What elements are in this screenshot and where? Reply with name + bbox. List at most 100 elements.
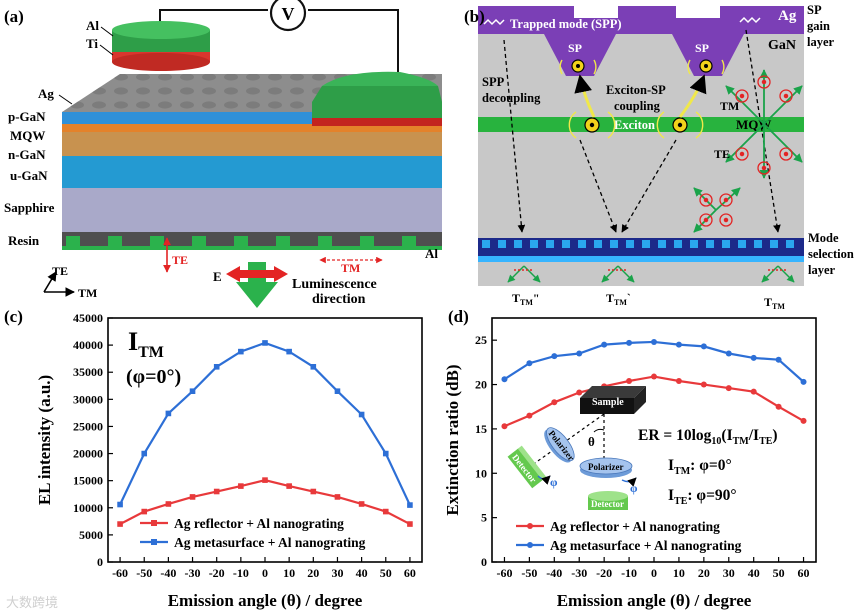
y-axis-title: Extinction ratio (dB) (443, 364, 462, 515)
legend-marker-1 (151, 520, 157, 526)
label-te-small: TE (172, 253, 188, 267)
al-nanograting (62, 236, 442, 250)
legend-marker-2 (527, 542, 533, 548)
label-trapped-mode: Trapped mode (SPP) (510, 17, 622, 31)
wire-left (159, 9, 268, 22)
label-spp-decoupling-1: SPP (482, 75, 505, 89)
y-tick-label: 5000 (79, 528, 103, 542)
exciton-dipole-left (568, 111, 616, 139)
x-tick-label: -50 (136, 566, 152, 580)
label-e-field: E (213, 269, 222, 284)
panel-d-letter: (d) (448, 307, 469, 326)
ngan-layer (62, 132, 442, 156)
label-mode-1: Mode (808, 231, 839, 245)
label-ngan: n-GaN (8, 147, 46, 162)
label-gan-b: GaN (768, 38, 796, 53)
panel-b-letter: (b) (464, 7, 485, 26)
label-pgan: p-GaN (8, 109, 46, 124)
voltmeter-label: V (282, 4, 295, 24)
exciton-band (478, 117, 804, 132)
inset-polarizer-b: Polarizer (588, 462, 623, 472)
sapphire-layer (62, 188, 442, 232)
ag-gap-1 (574, 6, 618, 18)
y-tick-label: 25 (475, 333, 487, 347)
series-1-point (407, 521, 413, 527)
label-te-b: TE (714, 147, 730, 161)
legend-label-1: Ag reflector + Al nanograting (174, 516, 344, 531)
inset-detector-tilted: Detector (507, 445, 547, 489)
series-1-point (501, 423, 508, 430)
label-exciton-sp-1: Exciton-SP (606, 83, 666, 97)
annotation-itm: ITM (128, 327, 164, 361)
series-2-point (358, 411, 365, 418)
label-sp-left: SP (568, 41, 582, 55)
series-2-point (526, 360, 533, 367)
sample-block-top (580, 386, 646, 398)
series-2-point (407, 502, 413, 508)
sp-dipole-left (559, 59, 597, 75)
ugan-layer (62, 156, 442, 188)
series-2-point (700, 343, 707, 350)
series-2-point (310, 364, 317, 370)
label-sp-gain-2: gain (807, 19, 830, 33)
y-tick-label: 25000 (73, 419, 103, 433)
y-tick-label: 35000 (73, 365, 103, 379)
x-tick-label: 30 (331, 566, 343, 580)
label-mqw-b: MQW (736, 117, 771, 132)
series-1-point (213, 488, 220, 495)
series-1-point (800, 417, 807, 424)
series-2-point (117, 501, 123, 508)
label-tm-b: TM (720, 99, 739, 113)
series-2-point (165, 410, 172, 417)
inset-theta: θ (588, 434, 595, 449)
series-2-point (651, 338, 657, 345)
x-tick-label: 60 (798, 566, 810, 580)
series-1-point (750, 388, 757, 395)
inset-rotation-a (537, 475, 551, 485)
series-1-point (334, 494, 341, 500)
label-sp-gain-3: layer (807, 35, 835, 49)
series-2-point (675, 341, 682, 348)
x-axis-title: Emission angle (θ) / degree (168, 591, 363, 610)
series-2-point (141, 450, 148, 457)
sample-block-front (580, 398, 634, 414)
x-tick-label: 30 (723, 566, 735, 580)
series-2-point (551, 353, 558, 360)
x-tick-label: -40 (160, 566, 176, 580)
series-2-point (213, 364, 220, 370)
x-tick-label: -20 (596, 566, 612, 580)
ag-gap-2 (676, 6, 720, 18)
sample-block-side (634, 386, 646, 414)
series-1-point (262, 477, 268, 483)
mqw-layer (62, 124, 442, 132)
label-mode-3: layer (808, 263, 836, 277)
inset-sample-label: Sample (592, 397, 624, 408)
legend-marker-1 (527, 523, 533, 529)
label-sp-gain-1: SP (807, 3, 822, 17)
y-tick-label: 40000 (73, 338, 103, 352)
axis-tm-label: TM (78, 286, 97, 300)
label-sapphire: Sapphire (4, 200, 55, 215)
series-2-point (286, 348, 292, 355)
exciton-dipole-right (656, 111, 704, 139)
series-2-point (725, 350, 732, 357)
series-1-point (576, 389, 583, 396)
y-tick-label: 10000 (73, 501, 103, 515)
inset-rotation-b (621, 477, 637, 487)
series-2-point (189, 388, 196, 394)
x-tick-label: 10 (283, 566, 295, 580)
x-tick-label: -10 (233, 566, 249, 580)
y-tick-label: 15 (475, 422, 487, 436)
coupling-arrow-right (678, 74, 707, 118)
series-1-point (382, 508, 389, 515)
decoupling-paths (503, 29, 781, 233)
y-tick-label: 0 (481, 555, 487, 569)
voltmeter-icon (269, 0, 307, 32)
label-tm-small: TM (341, 261, 360, 275)
spp-wave-left (483, 18, 505, 26)
label-al: Al (86, 18, 99, 33)
axis-te-arrow (43, 271, 57, 293)
